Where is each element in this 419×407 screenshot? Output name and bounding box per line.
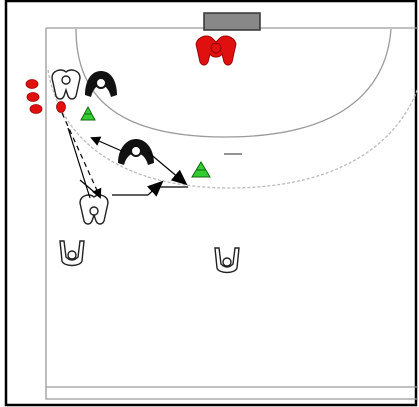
player-outline-icon xyxy=(80,195,108,224)
goal-rect-icon xyxy=(204,13,260,30)
diagonal-line xyxy=(68,128,90,198)
run-arrow-dashed xyxy=(62,113,100,197)
player-outline-icon xyxy=(52,70,80,99)
cone-icon xyxy=(81,107,95,120)
player-red-icon xyxy=(196,36,236,65)
cone-icon xyxy=(192,162,210,177)
player-outline-icon xyxy=(60,241,84,266)
outer-frame xyxy=(6,1,416,405)
player-outline-icon xyxy=(215,248,239,273)
pass-arrow-left xyxy=(92,138,124,152)
player-black-icon xyxy=(85,71,117,97)
run-arrow-solid xyxy=(112,182,162,195)
